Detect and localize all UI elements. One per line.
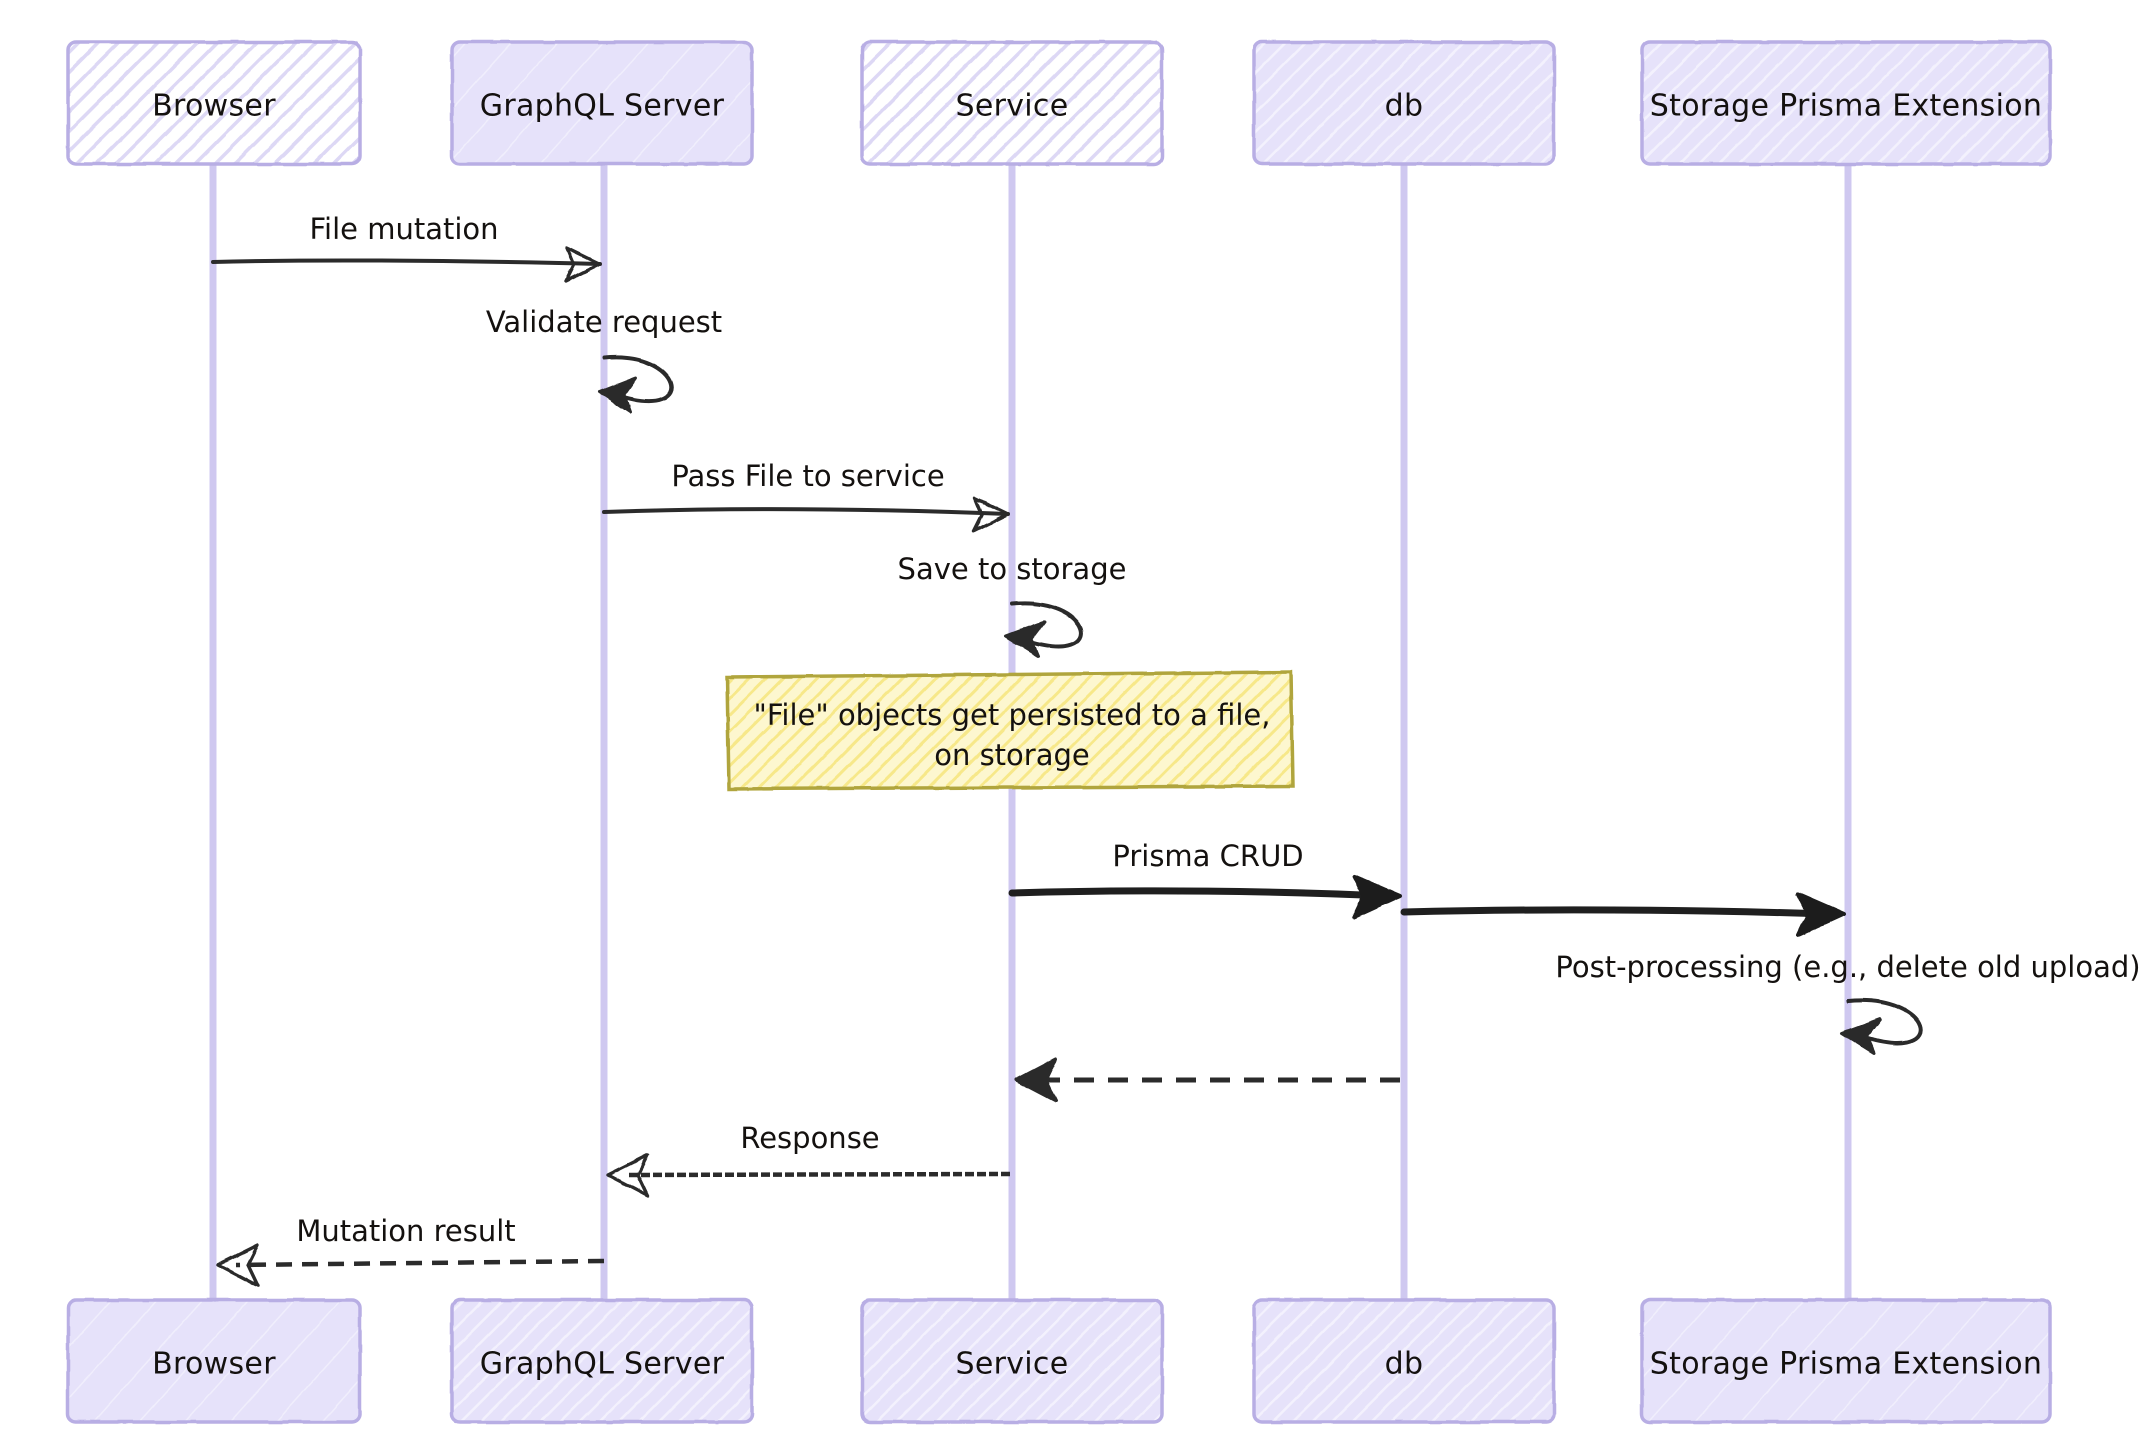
message-label-pass-file: Pass File to service bbox=[671, 459, 944, 493]
message-label-file-mutation: File mutation bbox=[309, 212, 498, 246]
actor-label-browser-bottom: Browser bbox=[152, 1347, 276, 1382]
actor-box-graphql-top[interactable]: GraphQL Server bbox=[450, 40, 754, 166]
actor-label-storage-bottom: Storage Prisma Extension bbox=[1650, 1347, 2042, 1382]
actor-box-storage-bottom[interactable]: Storage Prisma Extension bbox=[1640, 1298, 2052, 1424]
message-validate-request[interactable]: Validate request bbox=[486, 305, 722, 414]
actor-label-service-top: Service bbox=[956, 89, 1069, 124]
actor-label-db-bottom: db bbox=[1385, 1347, 1424, 1382]
actor-label-db-top: db bbox=[1385, 89, 1424, 124]
actor-box-browser-top[interactable]: Browser bbox=[66, 40, 362, 166]
actor-box-service-bottom[interactable]: Service bbox=[860, 1298, 1164, 1424]
message-file-mutation[interactable]: File mutation bbox=[211, 212, 602, 283]
actor-box-storage-top[interactable]: Storage Prisma Extension bbox=[1640, 40, 2052, 166]
actor-label-service-bottom: Service bbox=[956, 1347, 1069, 1382]
message-db-return[interactable] bbox=[1014, 1057, 1400, 1103]
actor-label-graphql-top: GraphQL Server bbox=[480, 89, 725, 124]
note-line-1: "File" objects get persisted to a file, bbox=[754, 698, 1271, 732]
actor-label-graphql-bottom: GraphQL Server bbox=[480, 1347, 725, 1382]
actor-label-storage-top: Storage Prisma Extension bbox=[1650, 89, 2042, 124]
message-response[interactable]: Response bbox=[606, 1121, 1011, 1198]
message-label-post-processing: Post-processing (e.g., delete old upload… bbox=[1555, 950, 2140, 984]
actor-boxes-top: Browser GraphQL Server Service db Storag… bbox=[66, 40, 2052, 166]
message-label-prisma-crud: Prisma CRUD bbox=[1112, 839, 1303, 873]
message-save-to-storage[interactable]: Save to storage bbox=[898, 552, 1127, 658]
message-pass-file-to-service[interactable]: Pass File to service bbox=[602, 459, 1010, 533]
message-mutation-result[interactable]: Mutation result bbox=[216, 1214, 605, 1288]
message-label-validate-request: Validate request bbox=[486, 305, 722, 339]
actor-box-browser-bottom[interactable]: Browser bbox=[66, 1298, 362, 1424]
message-label-mutation-result: Mutation result bbox=[296, 1214, 515, 1248]
message-db-to-storage[interactable] bbox=[1400, 892, 1846, 937]
actor-box-service-top[interactable]: Service bbox=[860, 40, 1164, 166]
actor-boxes-bottom: Browser GraphQL Server Service db Storag… bbox=[66, 1298, 2052, 1424]
note-file-objects: "File" objects get persisted to a file, … bbox=[725, 670, 1295, 791]
actor-box-db-top[interactable]: db bbox=[1252, 40, 1556, 166]
message-post-processing[interactable]: Post-processing (e.g., delete old upload… bbox=[1555, 950, 2141, 1055]
note-line-2: on storage bbox=[934, 738, 1090, 772]
message-label-response: Response bbox=[740, 1121, 879, 1155]
message-prisma-crud[interactable]: Prisma CRUD bbox=[1008, 839, 1402, 919]
actor-box-graphql-bottom[interactable]: GraphQL Server bbox=[450, 1298, 754, 1424]
actor-box-db-bottom[interactable]: db bbox=[1252, 1298, 1556, 1424]
actor-label-browser-top: Browser bbox=[152, 89, 276, 124]
message-label-save-to-storage: Save to storage bbox=[898, 552, 1127, 586]
